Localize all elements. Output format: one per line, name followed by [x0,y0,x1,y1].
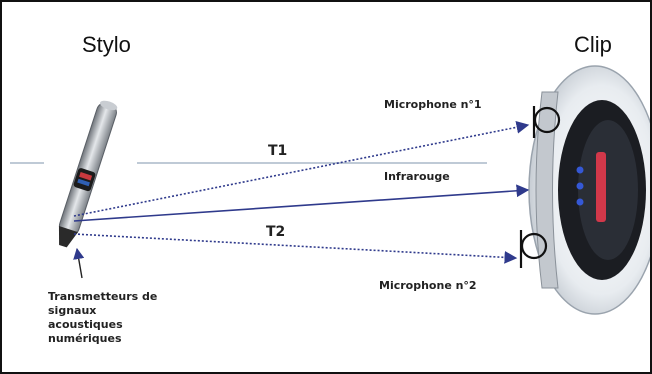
microphone-2-label: Microphone n°2 [379,279,477,292]
arrow-transmetteurs [73,247,85,279]
arrow-infrarouge [73,184,530,222]
clip-device-icon [528,65,650,315]
infrarouge-label: Infrarouge [384,170,450,183]
clip-title: Clip [574,32,612,57]
t2-label: T2 [266,224,286,240]
microphone-1-icon [532,106,561,138]
transmetteurs-line-3: acoustiques [48,318,123,331]
arrow-t2 [73,233,518,264]
microphone-1-label: Microphone n°1 [384,98,482,111]
pen-device-icon [58,100,118,248]
transmetteurs-label: Transmetteurs de signaux acoustiques num… [48,290,157,346]
stylo-title: Stylo [82,32,131,57]
transmetteurs-line-2: signaux [48,304,97,317]
microphone-2-icon [519,230,548,268]
t1-label: T1 [268,143,288,159]
transmetteurs-line-4: numériques [48,332,122,345]
transmetteurs-line-1: Transmetteurs de [48,290,158,303]
arrow-t1 [73,120,530,217]
